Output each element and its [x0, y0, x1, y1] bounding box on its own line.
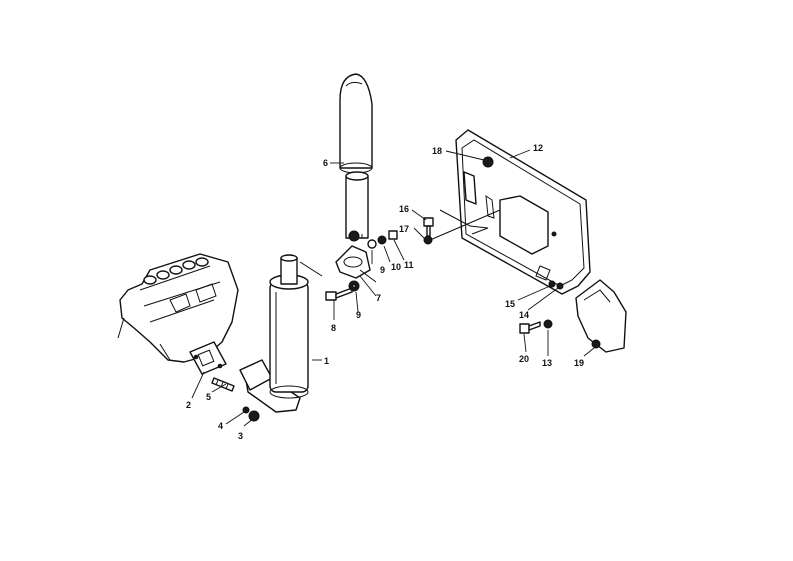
- nut-3: [248, 410, 260, 422]
- callout-13: 13: [542, 358, 552, 368]
- cylinder-ports: [143, 257, 209, 285]
- callout-9b: 9: [380, 265, 385, 275]
- callout-11: 11: [404, 260, 414, 270]
- nut-13: [543, 319, 553, 329]
- callout-20: 20: [519, 354, 529, 364]
- clamp-bracket: [299, 230, 377, 283]
- washer-9a: [348, 280, 360, 292]
- callout-3: 3: [238, 431, 243, 441]
- callout-19: 19: [574, 358, 584, 368]
- callout-7: 7: [376, 293, 381, 303]
- callout-14: 14: [519, 310, 529, 320]
- callout-17: 17: [399, 224, 409, 234]
- rear-plate: [575, 279, 627, 353]
- exhaust-flange: [189, 341, 227, 375]
- bolt-8: [325, 287, 353, 301]
- callout-10: 10: [391, 262, 401, 272]
- callout-15: 15: [505, 299, 515, 309]
- callout-5: 5: [206, 392, 211, 402]
- tail-pipe: [339, 73, 373, 240]
- callout-18: 18: [432, 146, 442, 156]
- bolt-20: [519, 321, 541, 334]
- callout-16: 16: [399, 204, 409, 214]
- callout-4: 4: [218, 421, 223, 431]
- washer-10: [377, 235, 387, 245]
- callout-2: 2: [186, 400, 191, 410]
- heat-shield: [429, 129, 591, 295]
- leader-lines: [191, 149, 595, 427]
- bolt-16: [423, 217, 434, 237]
- callouts: 1 2 3 4 5 6 7 8 9 9 10 11 12 13 14 15 16…: [186, 143, 584, 441]
- callout-9a: 9: [356, 310, 361, 320]
- callout-1: 1: [324, 356, 329, 366]
- nut-11: [388, 230, 398, 240]
- stud: [211, 377, 235, 392]
- callout-6: 6: [323, 158, 328, 168]
- washer-9b: [367, 239, 377, 249]
- washer-15: [548, 280, 556, 288]
- washer-17: [423, 235, 433, 245]
- muffler: [239, 254, 309, 413]
- washer-4: [242, 406, 250, 414]
- callout-8: 8: [331, 323, 336, 333]
- callout-12: 12: [533, 143, 543, 153]
- engine-manifold: [117, 253, 239, 363]
- washer-14: [556, 282, 564, 290]
